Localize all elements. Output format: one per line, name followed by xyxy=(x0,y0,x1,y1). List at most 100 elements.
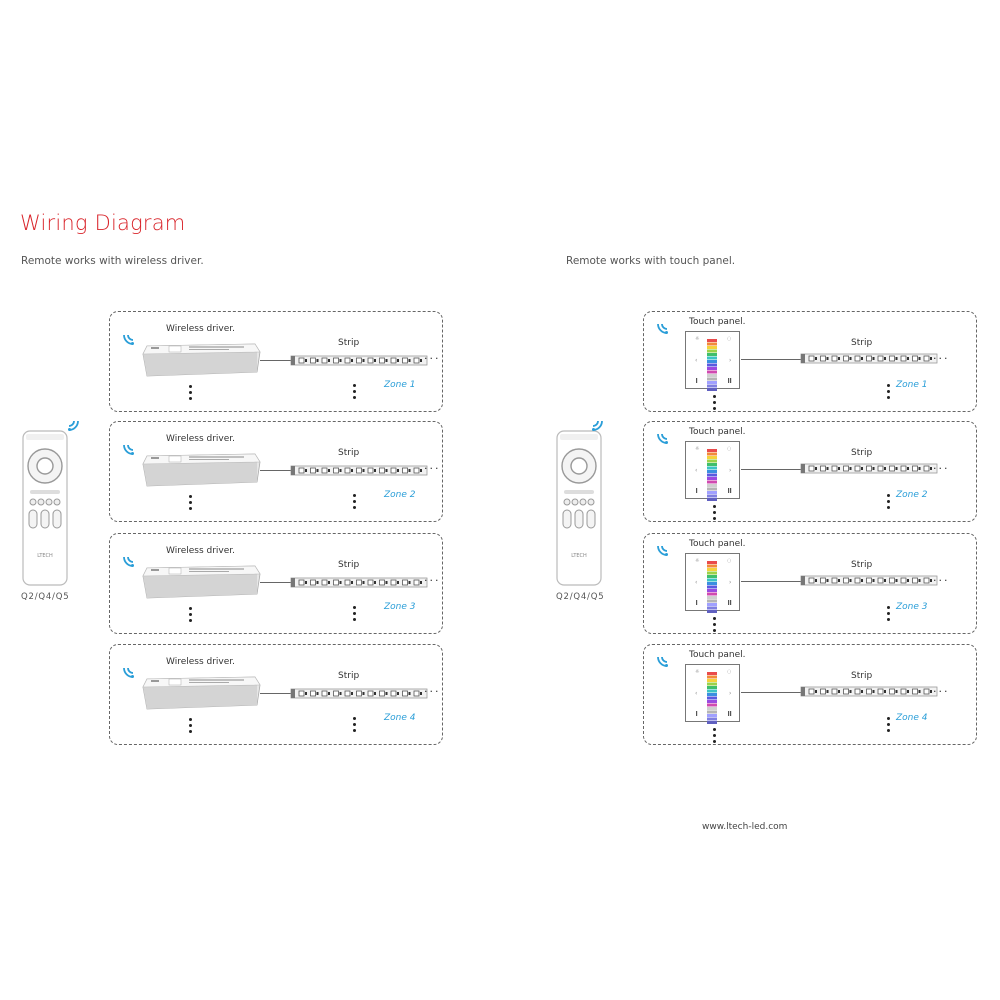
svg-text:◌: ◌ xyxy=(727,336,731,342)
svg-text:›: › xyxy=(729,579,731,586)
continuation-dots xyxy=(887,717,891,735)
remote-brand: LTECH xyxy=(571,553,587,559)
strip-label: Strip xyxy=(851,448,873,458)
led-strip-icon xyxy=(800,575,938,586)
wireless-driver-icon xyxy=(142,343,261,377)
strip-label: Strip xyxy=(338,448,360,458)
continuation-dots xyxy=(887,606,891,624)
svg-text:›: › xyxy=(729,690,731,697)
strip-label: Strip xyxy=(851,560,873,570)
continuation-dots xyxy=(713,617,717,635)
zone-group xyxy=(643,644,977,745)
wifi-signal-icon xyxy=(123,444,134,455)
touch-panel-icon: ☼ ◌ ‹ › xyxy=(685,441,740,501)
zone-label: Zone 4 xyxy=(896,713,928,723)
device-label: Wireless driver. xyxy=(166,324,236,334)
wire xyxy=(741,359,803,360)
svg-text:‹: ‹ xyxy=(695,690,697,697)
wireless-driver-icon xyxy=(142,453,261,487)
wire xyxy=(741,692,803,693)
device-label: Touch panel. xyxy=(689,427,746,437)
right-subtitle: Remote works with touch panel. xyxy=(566,255,736,267)
device-label: Wireless driver. xyxy=(166,434,236,444)
wifi-signal-icon xyxy=(657,545,668,556)
remote-control-icon: LTECH xyxy=(22,430,68,586)
continuation-dots xyxy=(189,607,193,625)
wifi-signal-icon xyxy=(592,420,603,431)
led-strip-icon xyxy=(290,688,428,699)
remote-brand: LTECH xyxy=(37,553,53,559)
wifi-signal-icon xyxy=(68,420,79,431)
website: www.ltech-led.com xyxy=(702,822,788,832)
continuation-dots xyxy=(887,384,891,402)
device-label: Wireless driver. xyxy=(166,657,236,667)
wifi-signal-icon xyxy=(123,667,134,678)
svg-text:☼: ☼ xyxy=(695,558,699,564)
svg-text:‹: ‹ xyxy=(695,357,697,364)
wire xyxy=(260,693,295,694)
continuation-dots xyxy=(713,395,717,413)
wifi-signal-icon xyxy=(123,334,134,345)
page-title: Wiring Diagram xyxy=(20,211,186,235)
zone-label: Zone 2 xyxy=(896,490,928,500)
wifi-signal-icon xyxy=(657,323,668,334)
svg-text:‹: ‹ xyxy=(695,579,697,586)
strip-label: Strip xyxy=(851,671,873,681)
strip-continuation: ··· xyxy=(933,574,950,587)
zone-group xyxy=(109,311,443,412)
svg-text:◌: ◌ xyxy=(727,558,731,564)
strip-continuation: ··· xyxy=(424,574,441,587)
zone-group xyxy=(109,533,443,634)
wire xyxy=(741,469,803,470)
left-subtitle: Remote works with wireless driver. xyxy=(21,255,204,267)
zone-label: Zone 4 xyxy=(384,713,416,723)
zone-group xyxy=(643,421,977,522)
svg-text:☼: ☼ xyxy=(695,446,699,452)
device-label: Touch panel. xyxy=(689,317,746,327)
remote-label: Q2/Q4/Q5 xyxy=(21,592,70,602)
remote-label: Q2/Q4/Q5 xyxy=(556,592,605,602)
zone-label: Zone 2 xyxy=(384,490,416,500)
wifi-signal-icon xyxy=(657,433,668,444)
zone-group xyxy=(643,533,977,634)
device-label: Touch panel. xyxy=(689,539,746,549)
svg-text:☼: ☼ xyxy=(695,336,699,342)
continuation-dots xyxy=(189,495,193,513)
continuation-dots xyxy=(353,384,357,402)
zone-label: Zone 1 xyxy=(896,380,928,390)
svg-text:◌: ◌ xyxy=(727,446,731,452)
strip-label: Strip xyxy=(851,338,873,348)
touch-panel-icon: ☼ ◌ ‹ › xyxy=(685,553,740,613)
continuation-dots xyxy=(353,494,357,512)
wireless-driver-icon xyxy=(142,565,261,599)
zone-label: Zone 3 xyxy=(384,602,416,612)
led-strip-icon xyxy=(800,463,938,474)
wire xyxy=(741,581,803,582)
touch-panel-icon: ☼ ◌ ‹ › xyxy=(685,664,740,724)
zone-group xyxy=(109,421,443,522)
wire xyxy=(260,582,295,583)
device-label: Wireless driver. xyxy=(166,546,236,556)
wifi-signal-icon xyxy=(657,656,668,667)
wifi-signal-icon xyxy=(123,556,134,567)
svg-text:☼: ☼ xyxy=(695,669,699,675)
strip-continuation: ··· xyxy=(424,462,441,475)
svg-text:›: › xyxy=(729,357,731,364)
continuation-dots xyxy=(713,728,717,746)
zone-label: Zone 3 xyxy=(896,602,928,612)
strip-label: Strip xyxy=(338,338,360,348)
continuation-dots xyxy=(353,606,357,624)
strip-continuation: ··· xyxy=(424,685,441,698)
svg-text:›: › xyxy=(729,467,731,474)
strip-continuation: ··· xyxy=(933,462,950,475)
led-strip-icon xyxy=(290,355,428,366)
zone-label: Zone 1 xyxy=(384,380,416,390)
zone-group xyxy=(643,311,977,412)
remote-control-icon: LTECH xyxy=(556,430,602,586)
continuation-dots xyxy=(189,385,193,403)
continuation-dots xyxy=(887,494,891,512)
led-strip-icon xyxy=(800,353,938,364)
strip-label: Strip xyxy=(338,671,360,681)
wire xyxy=(260,360,295,361)
strip-label: Strip xyxy=(338,560,360,570)
